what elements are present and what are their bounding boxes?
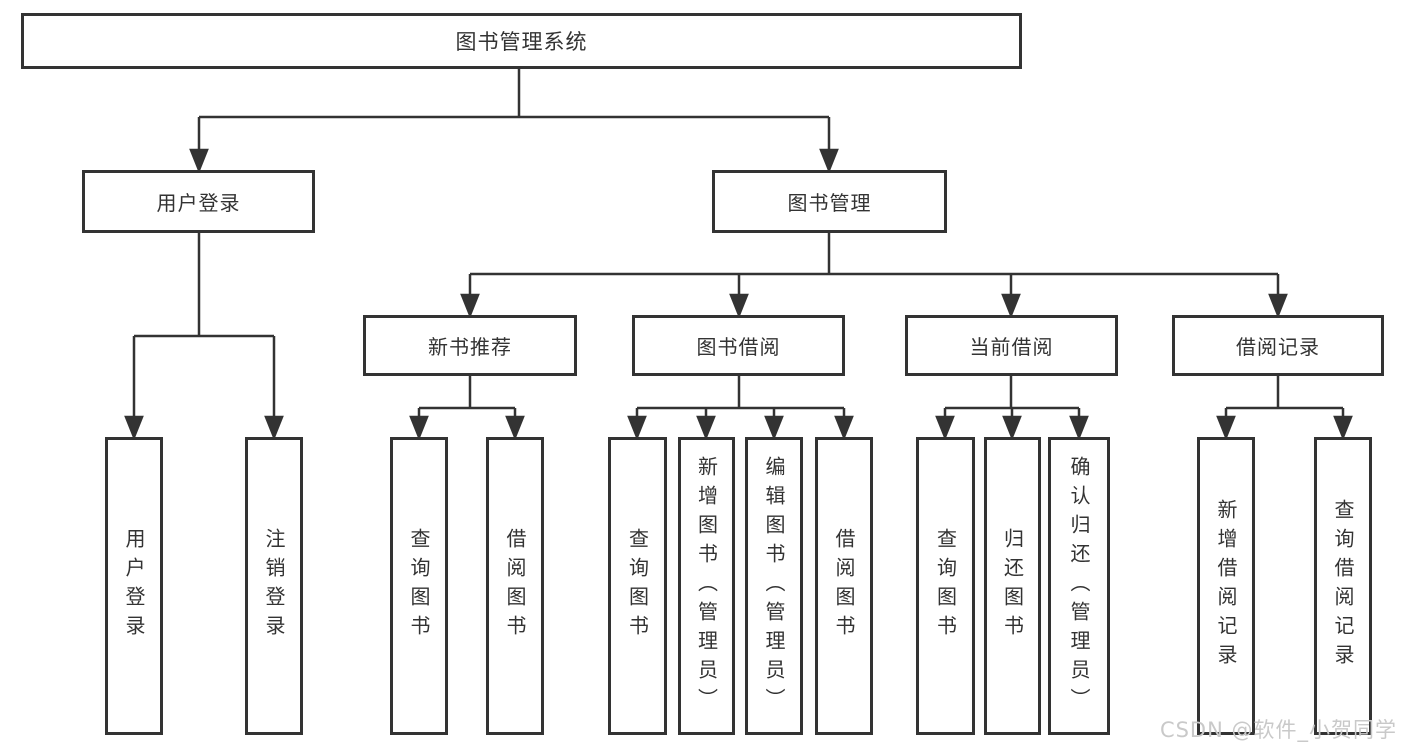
node-label: 当前借阅 [969,335,1054,359]
node-label: 确认归还（管理员） [1067,455,1091,717]
node-leaf-recommend-borrow-books: 借阅图书 [486,437,544,735]
connector-borrowing-records-to-leaves [1216,376,1353,441]
node-label: 借阅图书 [832,528,856,644]
node-leaf-user-login: 用户登录 [105,437,163,735]
node-label: 查询图书 [407,528,431,644]
node-label: 图书管理 [787,191,872,215]
watermark: CSDN @软件_小贺同学 [1159,718,1397,742]
arrow-down-icon [1001,293,1021,319]
node-book-borrowing: 图书借阅 [632,315,845,376]
node-root: 图书管理系统 [21,13,1022,69]
arrow-down-icon [729,293,749,319]
connector-book-borrowing-to-leaves [627,376,854,441]
arrow-down-icon [409,415,429,441]
node-leaf-borrow-books: 借阅图书 [815,437,873,735]
connector-book-management-to-level3 [460,233,1288,319]
arrow-down-icon [264,415,284,441]
node-label: 查询图书 [625,528,650,644]
connector-new-book-recommend-to-leaves [409,376,525,441]
arrow-down-icon [124,415,144,441]
arrow-down-icon [460,293,480,319]
node-leaf-add-books-admin: 新增图书（管理员） [678,437,735,735]
arrow-down-icon [1002,415,1022,441]
connector-user-login-to-leaves [124,233,284,441]
node-label: 用户登录 [156,191,241,215]
node-borrowing-records: 借阅记录 [1172,315,1384,376]
arrow-down-icon [834,415,854,441]
connector-current-borrowing-to-leaves [935,376,1089,441]
node-label: 新书推荐 [428,335,512,359]
node-leaf-query-borrow-record: 查询借阅记录 [1314,437,1372,735]
node-leaf-logout: 注销登录 [245,437,303,735]
node-label: 新增图书（管理员） [694,455,719,717]
arrow-down-icon [696,415,716,441]
node-label: 查询借阅记录 [1331,499,1355,673]
arrow-down-icon [819,148,839,174]
arrow-down-icon [1268,293,1288,319]
node-leaf-add-borrow-record: 新增借阅记录 [1197,437,1255,735]
arrow-down-icon [189,148,209,174]
arrow-down-icon [505,415,525,441]
arrow-down-icon [1216,415,1236,441]
node-leaf-borrowing-query-books: 查询图书 [608,437,667,735]
node-label: 图书管理系统 [455,30,588,54]
node-label: 注销登录 [262,528,286,644]
node-label: 借阅记录 [1236,335,1320,359]
node-label: 新增借阅记录 [1214,499,1238,673]
node-label: 用户登录 [122,528,146,644]
node-book-management: 图书管理 [712,170,947,233]
node-new-book-recommend: 新书推荐 [363,315,577,376]
node-leaf-return-books: 归还图书 [984,437,1041,735]
arrow-down-icon [764,415,784,441]
node-leaf-confirm-return-admin: 确认归还（管理员） [1048,437,1110,735]
node-current-borrowing: 当前借阅 [905,315,1118,376]
node-label: 归还图书 [1000,528,1025,644]
arrow-down-icon [1069,415,1089,441]
connector-root-to-level2 [189,69,839,174]
arrow-down-icon [627,415,647,441]
node-label: 编辑图书（管理员） [762,455,786,717]
node-leaf-current-query-books: 查询图书 [916,437,975,735]
node-leaf-recommend-query-books: 查询图书 [390,437,448,735]
arrow-down-icon [1333,415,1353,441]
node-label: 借阅图书 [503,528,527,644]
node-label: 查询图书 [933,528,958,644]
arrow-down-icon [935,415,955,441]
node-label: 图书借阅 [696,335,781,359]
node-user-login: 用户登录 [82,170,315,233]
node-leaf-edit-books-admin: 编辑图书（管理员） [745,437,803,735]
